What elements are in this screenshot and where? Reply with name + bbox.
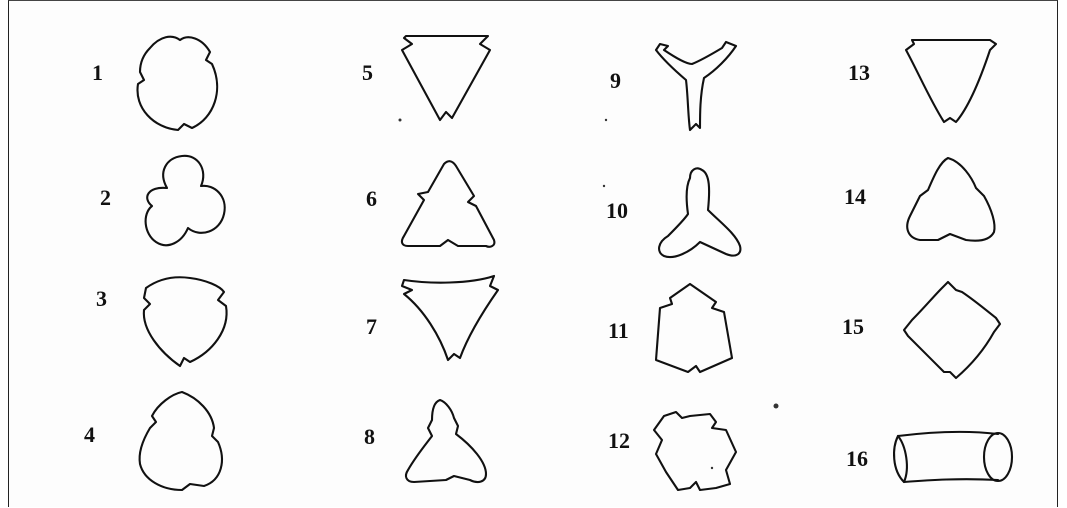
figure-label-7: 7 (366, 314, 377, 339)
figure-9-y-shaped-shape (656, 42, 736, 130)
figure-12-notched-hexagon-shape (654, 412, 736, 490)
speck (399, 119, 402, 122)
figure-16-cylinder-right-end (984, 433, 1012, 481)
figure-label-4: 4 (84, 422, 95, 447)
figure-15-diamond-shape (904, 282, 1000, 378)
figure-label-8: 8 (364, 424, 375, 449)
figure-5-inverted-triangle-shape (402, 36, 490, 120)
figure-label-13: 13 (848, 60, 870, 85)
speck (605, 119, 607, 121)
figure-6-notched-triangle-shape (402, 161, 494, 247)
figure-label-11: 11 (608, 318, 629, 343)
figure-1-round-trilobal-shape (137, 37, 217, 130)
figure-label-6: 6 (366, 186, 377, 211)
figure-2-trefoil-shape (146, 156, 225, 245)
figure-13-inverted-triangle-shape (906, 40, 996, 122)
figure-7-concave-triangle-shape (402, 276, 498, 360)
figure-label-12: 12 (608, 428, 630, 453)
figure-label-15: 15 (842, 314, 864, 339)
figure-11-hexagonal-shape (656, 284, 732, 372)
figure-label-1: 1 (92, 60, 103, 85)
figure-label-14: 14 (844, 184, 866, 209)
figure-label-2: 2 (100, 185, 111, 210)
figure-label-16: 16 (846, 446, 868, 471)
figure-8-three-lobed-triangle-shape (406, 400, 486, 482)
figure-label-5: 5 (362, 60, 373, 85)
figure-10-three-arm-shape (659, 168, 740, 257)
figure-label-10: 10 (606, 198, 628, 223)
speck (711, 467, 713, 469)
figure-14-rounded-triangle-shape (907, 158, 994, 241)
figure-4-rounded-triangle-shape (140, 392, 222, 490)
figure-label-3: 3 (96, 286, 107, 311)
figure-16-cylinder-shape (894, 432, 998, 482)
figure-3-shield-shape (144, 277, 227, 366)
figure-label-9: 9 (610, 68, 621, 93)
speck (774, 404, 779, 409)
speck (603, 185, 605, 187)
